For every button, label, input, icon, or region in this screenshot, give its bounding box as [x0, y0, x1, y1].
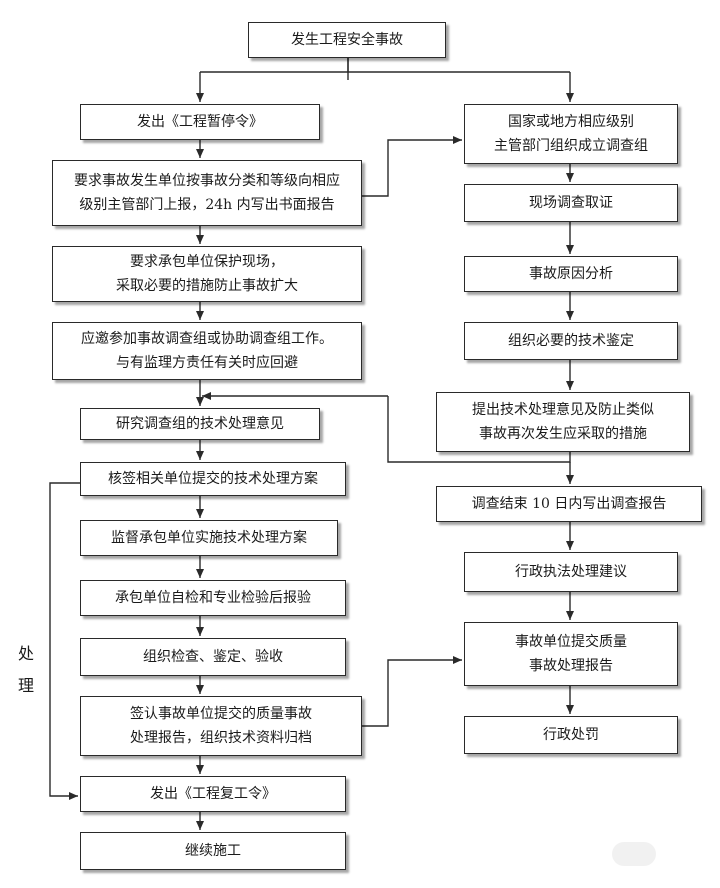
node-self-inspection: 承包单位自检和专业检验后报验	[80, 580, 346, 616]
node-supervise-implementation: 监督承包单位实施技术处理方案	[80, 520, 338, 556]
node-report-requirement: 要求事故发生单位按事故分类和等级向相应 级别主管部门上报，24h 内写出书面报告	[52, 160, 362, 226]
node-cause-analysis: 事故原因分析	[464, 256, 678, 292]
node-administrative-penalty: 行政处罚	[464, 716, 678, 754]
node-study-opinions: 研究调查组的技术处理意见	[80, 408, 320, 440]
node-join-investigation: 应邀参加事故调查组或协助调查组工作。 与有监理方责任有关时应回避	[52, 322, 362, 380]
connector-measures-down	[387, 396, 571, 463]
node-continue-construction: 继续施工	[80, 832, 346, 870]
node-protect-site: 要求承包单位保护现场， 采取必要的措施防止事故扩大	[52, 246, 362, 302]
node-inspect-accept: 组织检查、鉴定、验收	[80, 638, 346, 676]
node-propose-measures: 提出技术处理意见及防止类似 事故再次发生应采取的措施	[436, 392, 690, 452]
bypass-loop	[49, 482, 80, 800]
arrow-to-pause-order	[200, 58, 349, 102]
node-technical-appraisal: 组织必要的技术鉴定	[464, 322, 678, 360]
node-form-investigation-group: 国家或地方相应级别 主管部门组织成立调查组	[464, 104, 678, 164]
node-issue-resume-order: 发出《工程复工令》	[80, 776, 346, 812]
side-label-processing: 处 理	[17, 644, 34, 695]
node-enforcement-suggestion: 行政执法处理建议	[464, 552, 678, 592]
node-unit-quality-report: 事故单位提交质量 事故处理报告	[464, 622, 678, 686]
node-investigation-report: 调查结束 10 日内写出调查报告	[436, 486, 702, 522]
node-accident-occurs: 发生工程安全事故	[248, 22, 446, 58]
node-sign-report-archive: 签认事故单位提交的质量事故 处理报告，组织技术资料归档	[80, 696, 362, 756]
connector-report-to-group	[362, 136, 462, 197]
node-countersign-plan: 核签相关单位提交的技术处理方案	[80, 462, 346, 496]
connector-top-split	[200, 58, 570, 73]
connector-sign-to-unit-report	[362, 656, 462, 727]
node-site-evidence: 现场调查取证	[464, 184, 678, 222]
node-issue-pause-order: 发出《工程暂停令》	[80, 104, 320, 140]
watermark-blur	[612, 842, 656, 866]
